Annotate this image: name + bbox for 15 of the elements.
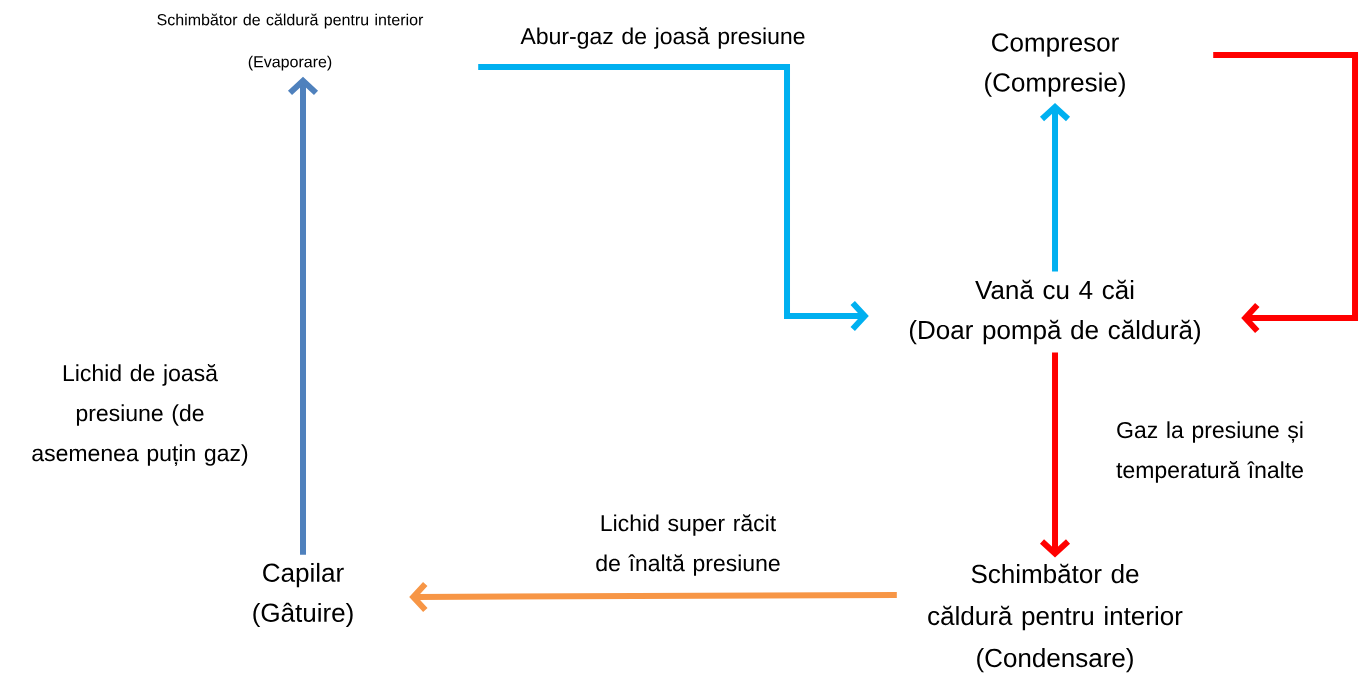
arrow (478, 64, 869, 332)
node-text: Schimbător de căldură pentru interior (Evaporare) (157, 13, 424, 71)
edge-label: Gaz la presiune și temperatură înalte (1116, 421, 1303, 483)
edge-label: Lichid de joasă presiune (de asemenea puțin gaz) (32, 364, 248, 466)
arrow (1040, 102, 1071, 272)
arrow (1040, 352, 1071, 558)
arrow (409, 581, 897, 612)
node-text: Vană cu 4 căi (Doar pompă de căldură) (909, 279, 1200, 345)
edge-label: Lichid super răcit de înaltă presiune (596, 514, 780, 576)
node-text: Capilar (Gâtuire) (253, 562, 353, 628)
node-text: Compresor (Compresie) (985, 33, 1125, 97)
arrow (1213, 52, 1358, 334)
node-text: Schimbător de căldură pentru interior (Condensare) (928, 563, 1183, 673)
arrow (287, 76, 319, 555)
edge-label: Abur-gaz de joasă presiune (520, 27, 805, 49)
